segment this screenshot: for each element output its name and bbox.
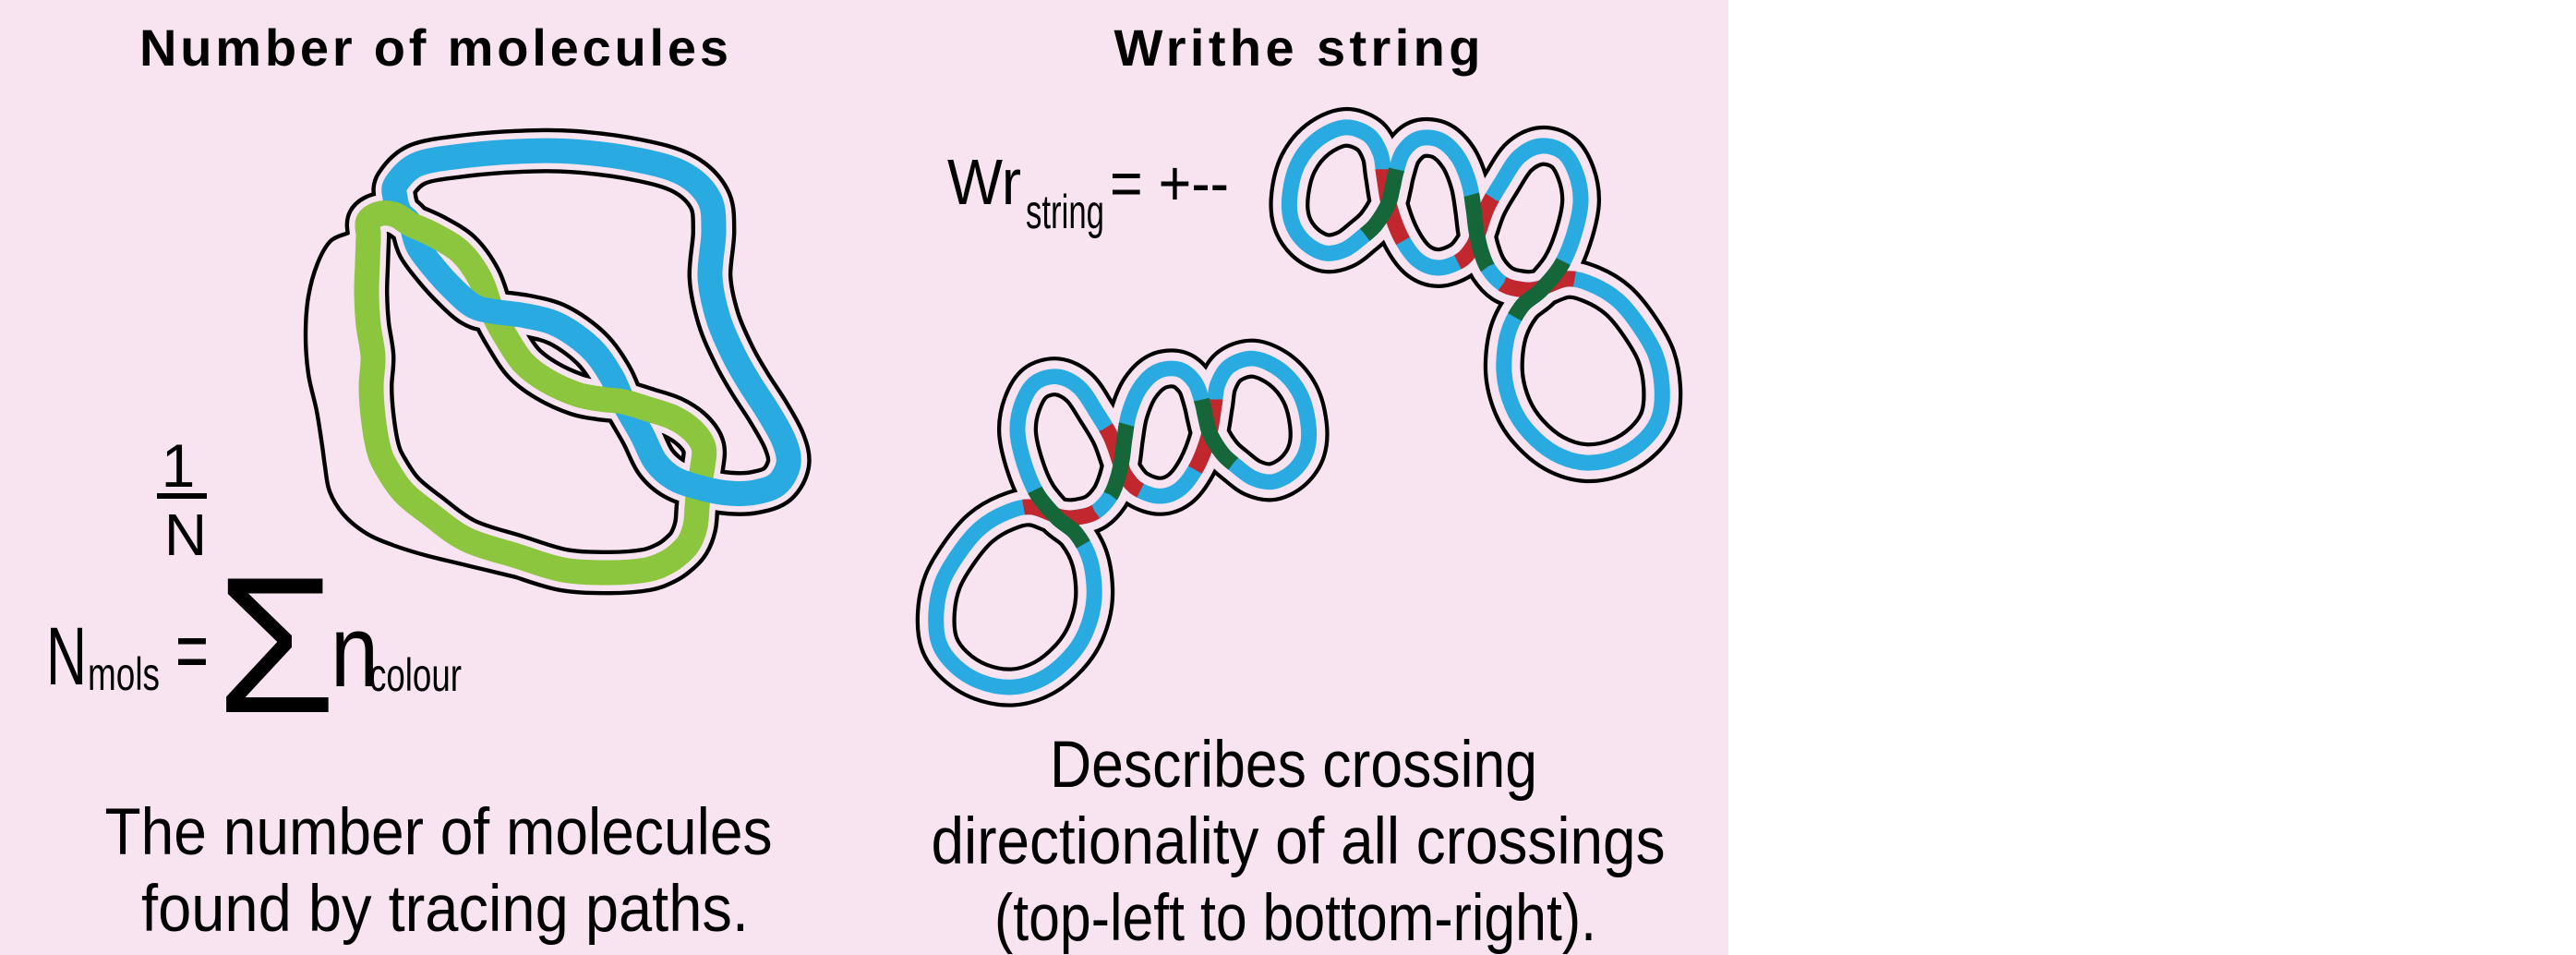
- svg-text:N: N: [46, 610, 87, 702]
- svg-text:Describes crossing: Describes crossing: [1050, 729, 1537, 802]
- svg-text:=: =: [175, 604, 209, 696]
- svg-text:mols: mols: [88, 648, 160, 700]
- svg-text:N: N: [164, 502, 207, 568]
- svg-text:string: string: [1026, 186, 1104, 239]
- svg-text:n: n: [331, 595, 379, 708]
- svg-text:= +--: = +--: [1110, 147, 1229, 219]
- svg-text:Wr: Wr: [947, 146, 1021, 218]
- svg-text:The number of molecules: The number of molecules: [105, 796, 773, 869]
- svg-text:Σ: Σ: [216, 537, 336, 754]
- svg-text:colour: colour: [369, 649, 462, 701]
- svg-text:(top-left to bottom-right).: (top-left to bottom-right).: [994, 882, 1596, 955]
- svg-text:found by tracing paths.: found by tracing paths.: [141, 873, 749, 946]
- svg-text:1: 1: [162, 431, 196, 500]
- svg-text:Number of molecules: Number of molecules: [139, 18, 728, 77]
- svg-text:directionality of all crossing: directionality of all crossings: [932, 805, 1666, 878]
